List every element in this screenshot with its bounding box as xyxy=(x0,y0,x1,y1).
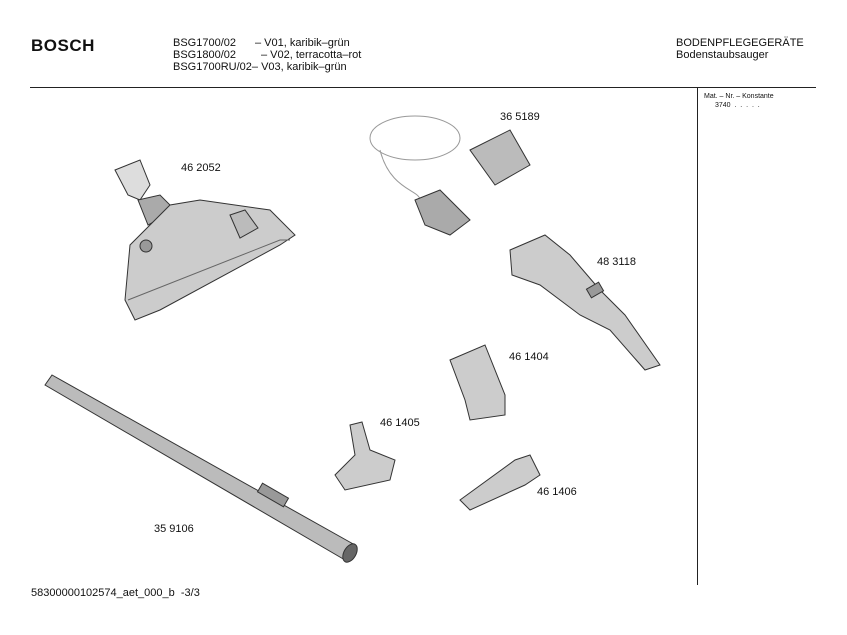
model-variant: – V01, karibik–grün xyxy=(255,37,350,49)
part-number-label: 46 1405 xyxy=(380,417,420,429)
side-panel-label: Mat. – Nr. – Konstante xyxy=(704,93,774,100)
part-number-label: 46 2052 xyxy=(181,162,221,174)
part-number-label: 48 3118 xyxy=(597,256,636,268)
model-number: BSG1700RU/02 xyxy=(173,61,252,73)
handle-drawing xyxy=(509,234,661,371)
part-number-label: 46 1404 xyxy=(509,351,549,363)
model-list: BSG1700/02 – V01, karibik–grün BSG1800/02… xyxy=(173,37,361,73)
header-divider xyxy=(30,87,816,88)
floor-nozzle-drawing xyxy=(114,159,296,321)
side-divider xyxy=(697,88,698,585)
small-floor-nozzle-drawing xyxy=(334,421,396,491)
model-row: BSG1800/02 – V02, terracotta–rot xyxy=(173,49,361,61)
hose-drawing xyxy=(369,115,531,236)
model-variant: – V03, karibik–grün xyxy=(251,61,347,73)
model-row: BSG1700RU/02– V03, karibik–grün xyxy=(173,61,361,73)
part-number-label: 36 5189 xyxy=(500,111,540,123)
model-number: BSG1700/02 xyxy=(173,37,236,49)
document-id: 58300000102574_aet_000_b -3/3 xyxy=(31,587,200,599)
subcategory-title: Bodenstaubsauger xyxy=(676,49,769,61)
crevice-tool-drawing xyxy=(459,454,541,511)
bosch-logo: BOSCH xyxy=(31,36,95,55)
part-number-label: 35 9106 xyxy=(154,523,194,535)
model-variant: – V02, terracotta–rot xyxy=(261,49,362,61)
category-block: BODENPFLEGEGERÄTE Bodenstaubsauger xyxy=(676,37,804,61)
upholstery-nozzle-drawing xyxy=(449,344,506,421)
part-number-label: 46 1406 xyxy=(537,486,577,498)
model-row: BSG1700/02 – V01, karibik–grün xyxy=(173,37,361,49)
telescopic-tube-drawing xyxy=(44,374,358,563)
side-panel: Mat. – Nr. – Konstante 3740 . . . . . xyxy=(704,92,774,110)
model-number: BSG1800/02 xyxy=(173,49,236,61)
category-title: BODENPFLEGEGERÄTE xyxy=(676,37,804,49)
side-panel-value: 3740 . . . . . xyxy=(715,102,760,109)
